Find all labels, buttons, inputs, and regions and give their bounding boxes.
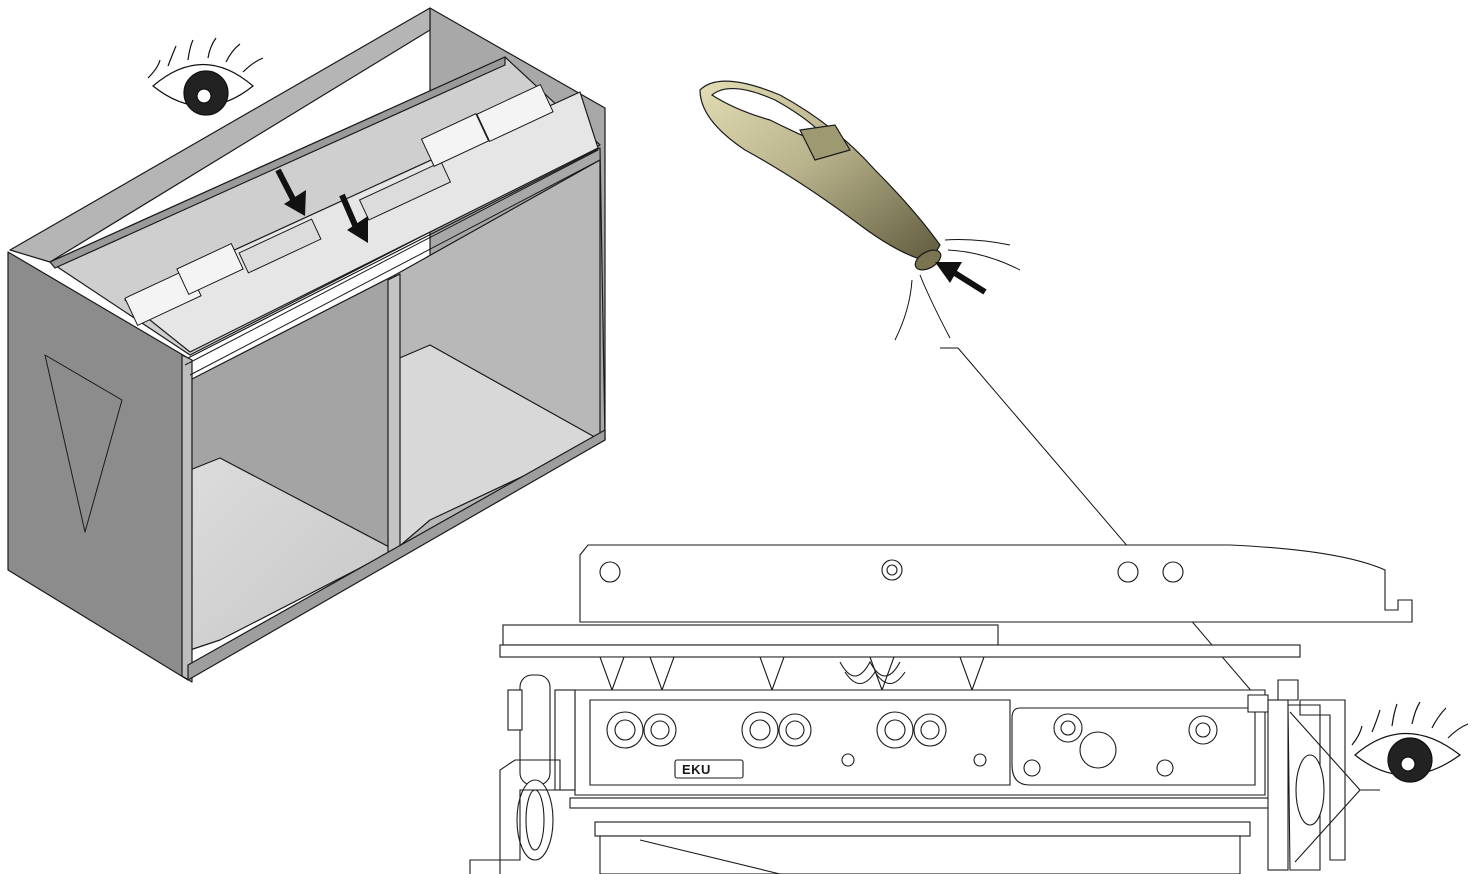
lever-small-hole [1023,759,1041,777]
eye-icon [147,37,264,116]
cabinet-divider [387,273,401,555]
plate-screw-inner [886,564,898,576]
sight-line [1294,789,1361,863]
outer-frame-left [469,759,561,874]
left-roller [507,674,576,861]
cabinet-bottom-edge [187,429,606,681]
bracket-left-2 [176,242,244,296]
plate-hole [1162,561,1184,583]
bracket-right [420,113,490,167]
bracket-right-2 [476,83,554,143]
rail-mechanism-details [124,83,601,376]
lever-hole [1079,731,1117,769]
housing-holes [606,711,987,767]
arrow-icon [275,168,306,216]
lever-pivot-inner [1060,720,1076,736]
spring-zone [599,656,985,692]
tool-press-indicator [894,239,1021,341]
right-end-cap [1247,679,1346,871]
inner-housing [589,699,1011,786]
lower-rail [569,797,1271,809]
upper-rail [502,624,999,646]
rail-line-2 [189,159,601,376]
orientation-triangle [44,354,123,533]
mechanism-section [469,544,1413,874]
lower-rail-2 [594,821,1251,837]
tool-grip [799,124,851,161]
cabinet-left-edge [181,354,193,683]
eye-icon [1351,701,1469,783]
upper-rail-lip [499,644,1301,658]
slider-block-2 [358,161,452,221]
plate-hole [599,561,621,583]
tool-body [699,80,941,263]
lever-hole-inner [1195,722,1211,738]
plate-hole [1117,561,1139,583]
lower-body [599,835,1241,874]
press-arrows [275,168,368,243]
slider-block [238,218,322,274]
logo-text: EKU [682,762,711,777]
handle-tool [699,80,942,271]
cabinet-top-inner [9,7,431,263]
lever-plate [1011,707,1256,786]
arrow-icon [339,193,368,243]
arrow-icon [935,262,987,295]
lever-small-hole [1156,759,1174,777]
tool-tip [914,249,942,271]
cabinet-shelf-lip [49,56,506,269]
sight-line [1289,711,1361,791]
rail-line [184,149,599,366]
lower-body-line [639,839,781,874]
top-plate [579,544,1413,623]
logo-badge [674,759,744,779]
